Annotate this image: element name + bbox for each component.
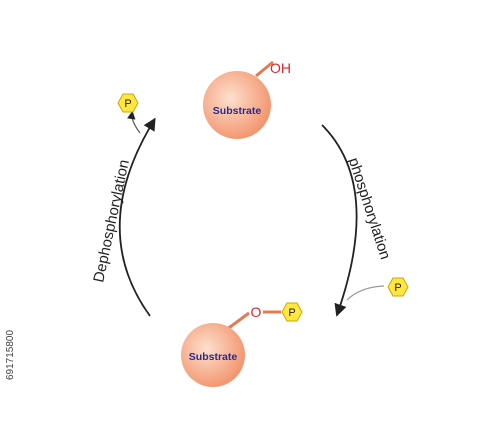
bottom-substrate-sphere: [181, 323, 245, 387]
hydroxyl-label: OH: [270, 60, 291, 76]
phosphorylation-label: phosphorylation: [345, 156, 394, 262]
dephosphorylation-label: Dephosphorylation: [90, 158, 133, 284]
hydroxyl-bond: [255, 60, 274, 78]
top-substrate-sphere: [203, 71, 271, 139]
oxygen-bond: [225, 311, 250, 332]
phosphate-entry-curve: [346, 285, 385, 301]
phosphorylation-arrow: [321, 124, 358, 317]
top-substrate: Substrate OH: [203, 60, 291, 139]
bottom-substrate: Substrate O P: [181, 302, 303, 387]
released-phosphate-hexagon: [117, 93, 139, 113]
oxygen-label: O: [251, 304, 262, 320]
entering-phosphate-hexagon: [387, 277, 409, 297]
bottom-phosphate-hexagon: [281, 302, 303, 322]
dephosphorylation-pathway: P Dephosphorylation: [90, 93, 156, 317]
stock-image-id: 691715800: [5, 330, 16, 380]
bottom-substrate-label: Substrate: [189, 351, 238, 363]
phosphorylation-pathway: P phosphorylation: [321, 124, 409, 317]
entering-phosphate-label: P: [394, 282, 401, 294]
phosphate-release-arrow: [127, 110, 141, 134]
released-phosphate-label: P: [124, 98, 131, 110]
top-substrate-label: Substrate: [213, 105, 262, 117]
bottom-phosphate-label: P: [288, 307, 295, 319]
dephosphorylation-arrow: [118, 117, 156, 317]
